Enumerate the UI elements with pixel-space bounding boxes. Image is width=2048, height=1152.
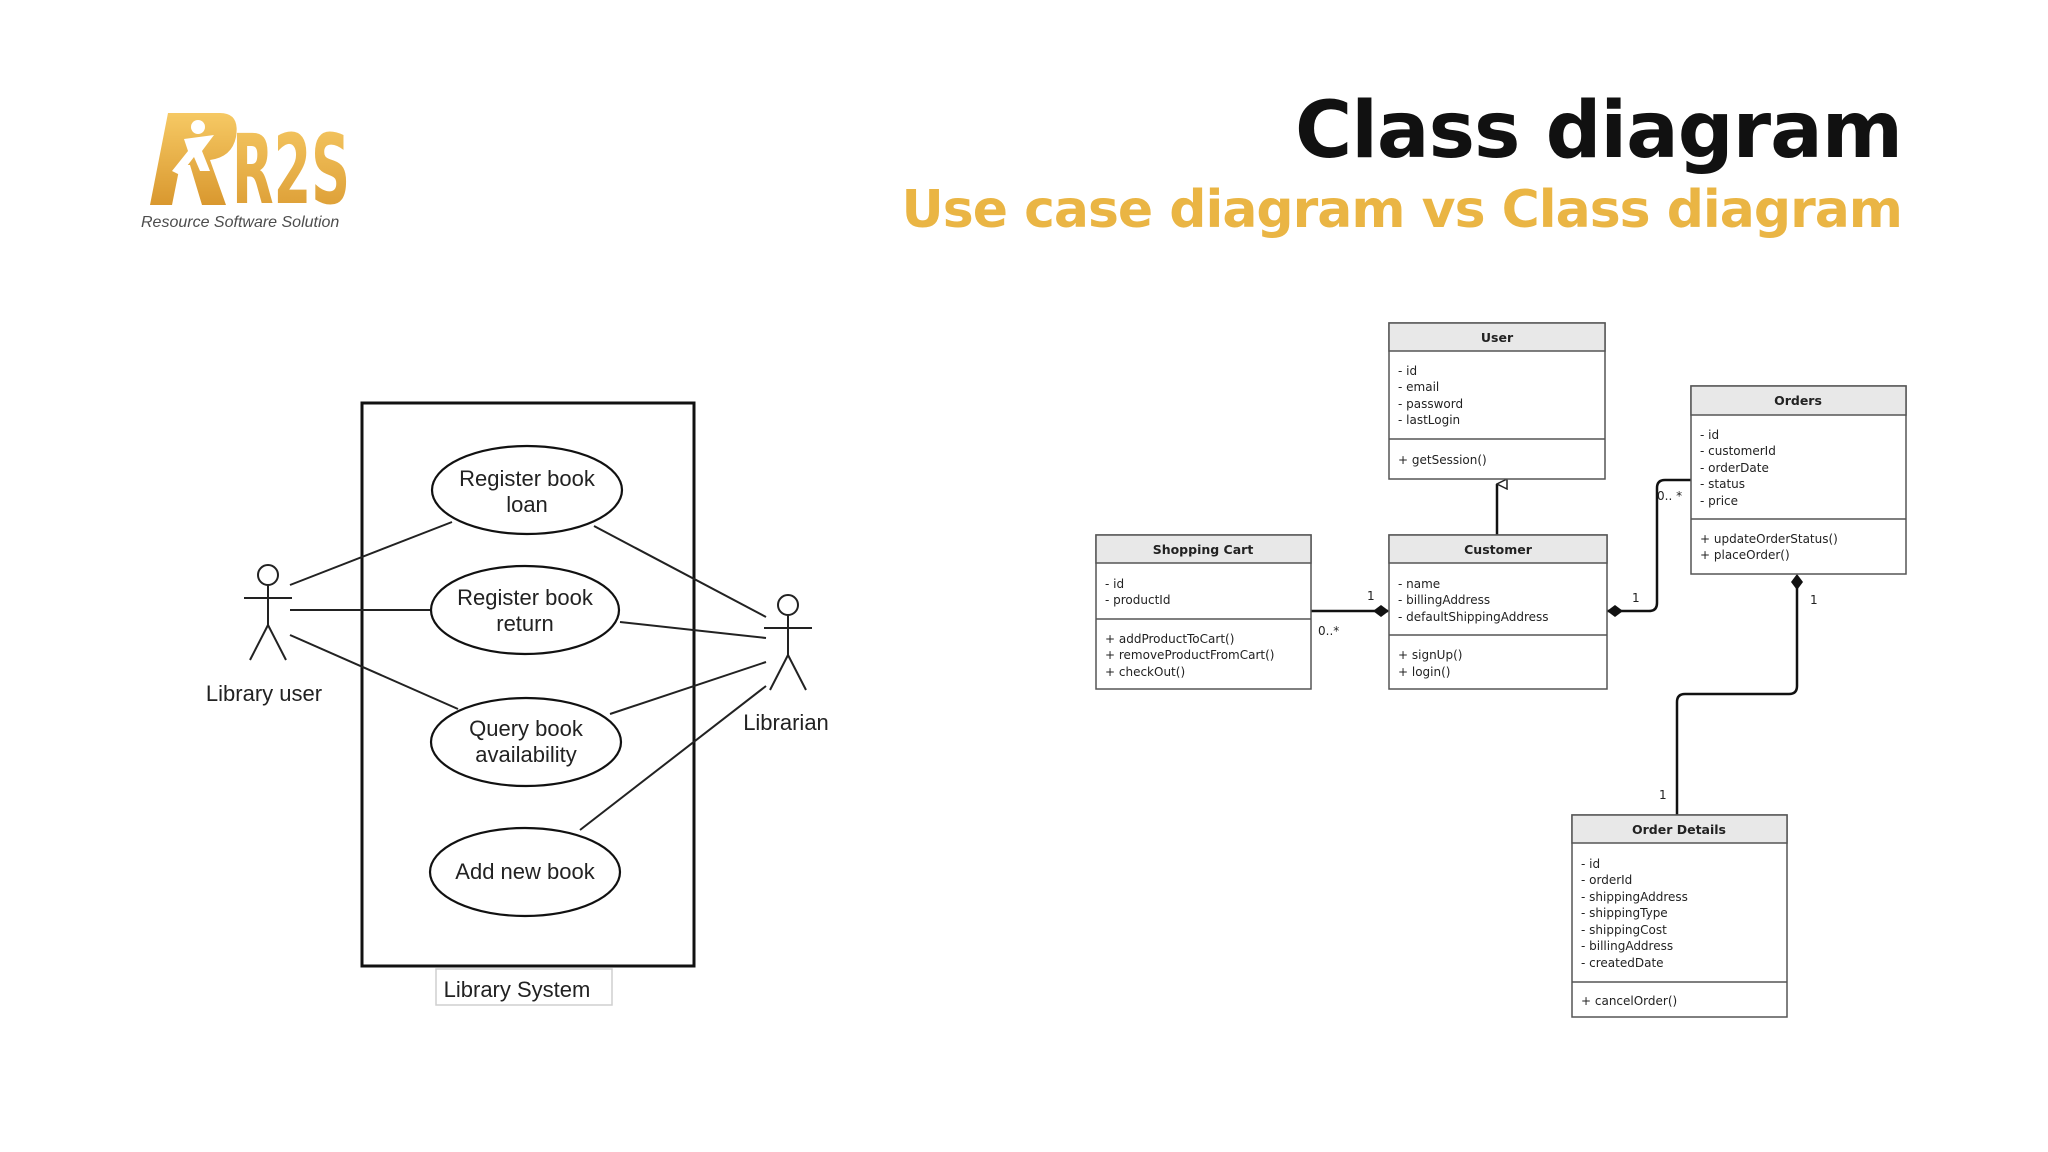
multiplicity-label: 0..* [1318, 624, 1339, 638]
logo-figure-icon [172, 120, 214, 175]
actor-librarian: Librarian [743, 594, 829, 735]
system-label: Library System [444, 977, 591, 1002]
class-method: + placeOrder() [1700, 548, 1790, 562]
assoc-user-query [289, 634, 459, 710]
class-attribute: - email [1398, 380, 1439, 394]
class-method: + updateOrderStatus() [1700, 532, 1838, 546]
multiplicity-label: 1 [1659, 788, 1667, 802]
composition-diamond-customer [1607, 605, 1623, 617]
use-case-query-availability: Query book availability [429, 696, 623, 788]
use-case-diagram: Library System Register book loan Regist… [206, 401, 829, 1006]
class-method: + signUp() [1398, 648, 1462, 662]
class-attribute: - name [1398, 577, 1440, 591]
class-attribute: - defaultShippingAddress [1398, 610, 1549, 624]
system-label-box: Library System [435, 968, 613, 1006]
class-name: Order Details [1632, 822, 1726, 837]
class-method: + removeProductFromCart() [1105, 648, 1274, 662]
class-method: + getSession() [1398, 453, 1487, 467]
logo-letters-2s: R2S [232, 114, 350, 215]
class-attribute: - createdDate [1581, 956, 1664, 970]
class-attribute: - shippingAddress [1581, 890, 1688, 904]
use-case-register-return: Register book return [429, 564, 621, 656]
use-case-associations [289, 521, 767, 831]
class-method: + addProductToCart() [1105, 632, 1234, 646]
class-attribute: - lastLogin [1398, 413, 1460, 427]
composition-diamond-cart [1373, 605, 1389, 617]
page-subtitle: Use case diagram vs Class diagram [901, 180, 1903, 240]
class-attribute: - shippingCost [1581, 923, 1667, 937]
use-case-register-loan: Register book loan [430, 444, 624, 536]
actor-library-user: Library user [206, 564, 322, 706]
class-attribute: - password [1398, 397, 1463, 411]
class-name: User [1481, 330, 1514, 345]
multiplicity-label: 0.. * [1657, 489, 1682, 503]
actor-label: Library user [206, 681, 322, 706]
class-diagram: 0..* 1 1 0.. * 1 1 User - id - email - p… [1095, 322, 1907, 1018]
class-shopping-cart: Shopping Cart - id - productId + addProd… [1095, 534, 1312, 690]
class-attribute: - billingAddress [1581, 939, 1673, 953]
logo-tagline: Resource Software Solution [141, 214, 340, 231]
class-attribute: - id [1581, 857, 1600, 871]
class-orders: Orders - id - customerId - orderDate - s… [1690, 385, 1907, 575]
multiplicity-label: 1 [1632, 591, 1640, 605]
use-case-add-new-book: Add new book [428, 826, 622, 918]
class-method: + cancelOrder() [1581, 994, 1677, 1008]
use-case-label: Register book [459, 466, 596, 491]
use-case-label: return [496, 611, 553, 636]
class-attribute: - billingAddress [1398, 593, 1490, 607]
class-attribute: - status [1700, 477, 1745, 491]
use-case-label: Register book [457, 585, 594, 610]
r2s-logo-mark: R2S [150, 113, 350, 226]
class-order-details: Order Details - id - orderId - shippingA… [1571, 814, 1788, 1018]
class-attribute: - id [1700, 428, 1719, 442]
class-customer: Customer - name - billingAddress - defau… [1388, 534, 1608, 690]
stick-figure-icon [764, 594, 812, 691]
class-method: + login() [1398, 665, 1450, 679]
r2s-logo: R2S [140, 105, 360, 245]
assoc-librarian-loan [593, 525, 767, 618]
assoc-user-loan [289, 521, 453, 586]
logo-letter-r-shape [150, 113, 237, 205]
use-case-label: loan [506, 492, 548, 517]
class-attribute: - price [1700, 494, 1738, 508]
class-attribute: - customerId [1700, 444, 1776, 458]
assoc-librarian-return [619, 621, 767, 639]
class-attribute: - shippingType [1581, 906, 1668, 920]
association-customer-orders [1607, 478, 1691, 613]
class-method: + checkOut() [1105, 665, 1185, 679]
use-case-label: Add new book [455, 859, 595, 884]
composition-diamond-orders [1791, 574, 1803, 590]
class-attribute: - orderDate [1700, 461, 1769, 475]
class-attribute: - orderId [1581, 873, 1632, 887]
class-name: Shopping Cart [1153, 542, 1254, 557]
assoc-librarian-addbook [579, 685, 767, 831]
actor-label: Librarian [743, 710, 829, 735]
multiplicity-label: 1 [1810, 593, 1818, 607]
stick-figure-icon [244, 564, 292, 661]
use-case-label: availability [475, 742, 577, 767]
use-case-label: Query book [469, 716, 584, 741]
class-attribute: - productId [1105, 593, 1170, 607]
multiplicity-label: 1 [1367, 589, 1375, 603]
class-attribute: - id [1398, 364, 1417, 378]
class-user: User - id - email - password - lastLogin… [1388, 322, 1606, 480]
assoc-librarian-query [609, 661, 767, 715]
composition-orders-details [1675, 582, 1799, 815]
class-attribute: - id [1105, 577, 1124, 591]
system-boundary [360, 401, 696, 968]
page-title: Class diagram [1294, 86, 1903, 176]
class-name: Customer [1464, 542, 1533, 557]
class-name: Orders [1774, 393, 1822, 408]
